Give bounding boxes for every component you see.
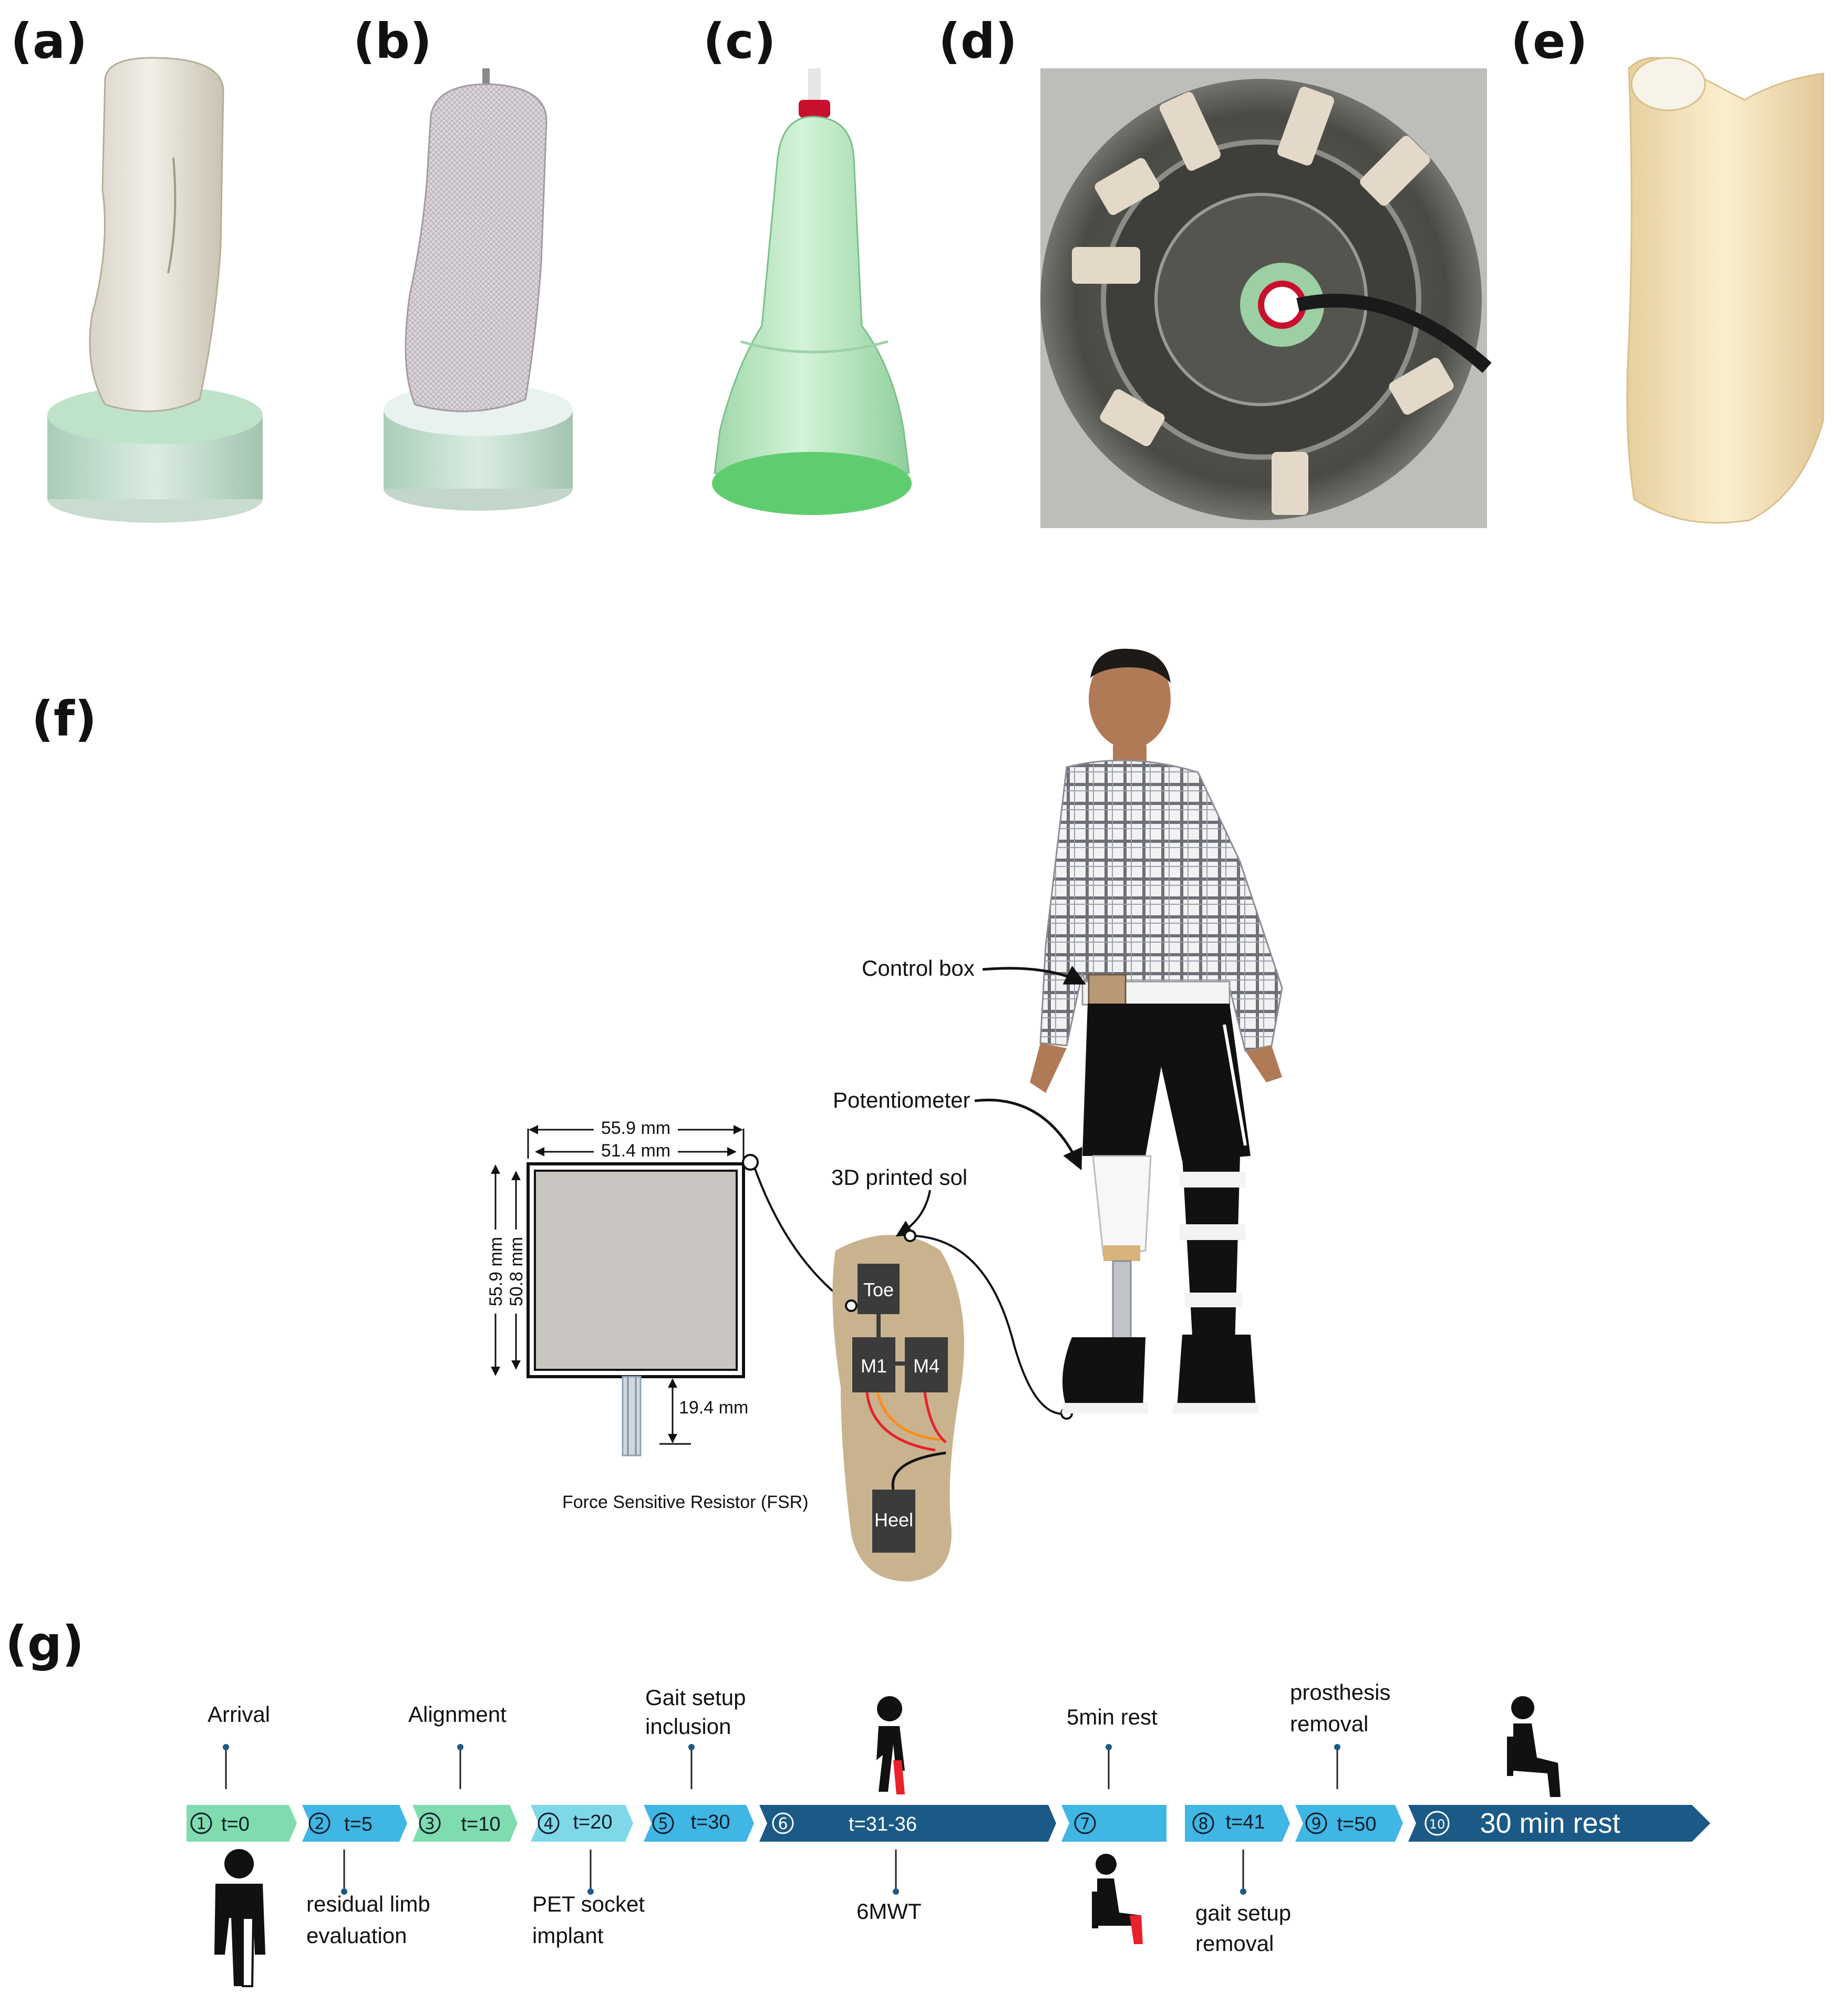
panel-label-d: (d) — [938, 13, 1017, 69]
subject-with-prosthesis-photo: Control box Potentiometer — [833, 648, 1283, 1413]
sensor-m4-label: M4 — [913, 1355, 940, 1377]
timeline-step-8 — [1185, 1805, 1290, 1842]
sensor-heel-label: Heel — [874, 1509, 913, 1531]
timeline-step-4 — [531, 1805, 633, 1842]
step-1-time: t=0 — [221, 1813, 250, 1835]
label-residual-line2: evaluation — [306, 1923, 407, 1948]
label-gait-removal-line1: gait setup — [1195, 1901, 1291, 1925]
step-3-number: 3 — [425, 1815, 435, 1833]
step-7-number: 7 — [1080, 1815, 1090, 1833]
timeline-step-5 — [644, 1805, 754, 1842]
sensor-toe — [858, 1264, 900, 1314]
label-gait-setup-line2: inclusion — [645, 1714, 731, 1739]
control-box-label: Control box — [862, 956, 975, 980]
timeline-step-1 — [187, 1805, 297, 1842]
potentiometer-label: Potentiometer — [833, 1088, 970, 1112]
panel-label-g: (g) — [5, 1616, 84, 1672]
step-5-number: 5 — [658, 1815, 668, 1833]
panel-label-a: (a) — [11, 13, 87, 69]
step-6-time: t=31-36 — [849, 1813, 917, 1835]
cast-mold-photo — [47, 57, 263, 523]
fsr-outer-height: 55.9 mm — [486, 1237, 506, 1306]
fsr-outer-width: 55.9 mm — [601, 1118, 670, 1138]
step-5-time: t=30 — [690, 1811, 730, 1833]
label-pet-line1: PET socket — [532, 1892, 645, 1916]
timeline-step-6 — [759, 1805, 1056, 1842]
timeline-step-7 — [1061, 1805, 1166, 1842]
sensor-m1 — [852, 1337, 895, 1392]
fsr-inner-height: 50.8 mm — [507, 1237, 526, 1306]
step-4-time: t=20 — [573, 1811, 612, 1833]
label-5min-rest: 5min rest — [1067, 1705, 1158, 1729]
step-1-number: 1 — [196, 1815, 206, 1833]
label-gait-setup-line1: Gait setup — [645, 1685, 746, 1710]
panel-label-c: (c) — [703, 13, 776, 69]
label-gait-removal-line2: removal — [1195, 1931, 1274, 1956]
step-10-time: 30 min rest — [1480, 1808, 1620, 1839]
label-alignment: Alignment — [408, 1702, 507, 1727]
timeline-step-9 — [1295, 1805, 1403, 1842]
insole-diagram: 3D printed sol Toe M1 M4 Heel — [831, 1165, 1073, 1582]
label-6mwt: 6MWT — [856, 1899, 922, 1924]
label-arrival: Arrival — [208, 1702, 270, 1727]
label-pet-line2: implant — [532, 1923, 604, 1948]
timeline-step-3 — [412, 1805, 518, 1842]
label-prosthesis-line1: prosthesis — [1290, 1680, 1390, 1705]
step-9-number: 9 — [1311, 1815, 1321, 1833]
step-9-time: t=50 — [1337, 1813, 1376, 1835]
forming-drum-photo — [1040, 68, 1492, 528]
silicone-mold-photo — [712, 68, 912, 515]
timeline-step-10 — [1408, 1805, 1710, 1842]
mesh-mold-photo — [384, 68, 573, 511]
fsr-tail-length: 19.4 mm — [679, 1398, 748, 1418]
step-2-number: 2 — [314, 1815, 324, 1833]
sensor-heel — [872, 1490, 915, 1553]
step-6-number: 6 — [778, 1815, 788, 1833]
step-4-number: 4 — [543, 1815, 553, 1833]
sole-title: 3D printed sol — [831, 1165, 967, 1190]
sensor-toe-label: Toe — [863, 1279, 894, 1300]
step-number-badges: 1 2 3 4 5 6 7 8 9 10 — [190, 1811, 1450, 1836]
fsr-inner-width: 51.4 mm — [601, 1141, 670, 1161]
panel-label-e: (e) — [1511, 13, 1588, 69]
sensor-m4 — [905, 1337, 948, 1392]
step-8-number: 8 — [1198, 1815, 1208, 1833]
sitting-person-icon-rest — [1507, 1696, 1561, 1797]
pet-socket-photo — [1626, 57, 1824, 524]
step-10-number: 10 — [1429, 1817, 1446, 1832]
label-residual-line1: residual limb — [306, 1892, 430, 1916]
label-prosthesis-line2: removal — [1290, 1711, 1368, 1736]
panel-label-f: (f) — [32, 691, 97, 747]
step-2-time: t=5 — [344, 1813, 373, 1835]
walking-person-icon — [876, 1696, 905, 1794]
session-timeline: 1 2 3 4 5 6 7 8 9 10 t=0 t=5 t=10 t=20 t… — [187, 1680, 1710, 1987]
timeline-step-2 — [302, 1805, 407, 1842]
sitting-person-icon-prosthesis — [1092, 1854, 1143, 1944]
step-8-time: t=41 — [1225, 1811, 1265, 1833]
step-3-time: t=10 — [461, 1813, 500, 1835]
fsr-caption: Force Sensitive Resistor (FSR) — [562, 1492, 809, 1512]
standing-person-icon — [214, 1849, 265, 1987]
panel-label-b: (b) — [353, 13, 432, 69]
fsr-sensor-diagram: 55.9 mm 51.4 mm 55.9 mm 50.8 mm 19.4 mm … — [483, 1117, 852, 1512]
sensor-m1-label: M1 — [861, 1355, 887, 1377]
